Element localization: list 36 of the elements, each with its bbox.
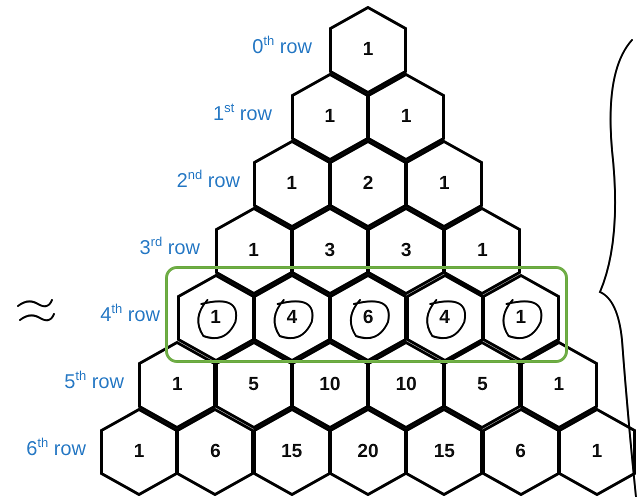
cell-value: 6 [210, 441, 221, 463]
row-label: 2$^{nd}$ row [176, 167, 240, 193]
cell-value: 6 [515, 441, 526, 463]
cell-value: 2 [362, 173, 374, 195]
cell-value: 15 [281, 441, 302, 463]
cell-value: 4 [439, 307, 450, 329]
cell-value: 1 [400, 106, 412, 128]
cell-value: 1 [553, 374, 564, 396]
cell-value: 10 [319, 374, 340, 396]
row-label: 0$^{th}$ row [252, 33, 312, 59]
cell-value: 1 [362, 39, 374, 61]
cell-value: 1 [210, 307, 221, 329]
row-label: 4$^{th}$ row [100, 301, 160, 327]
cell-value: 6 [362, 307, 374, 329]
cell-value: 3 [324, 240, 336, 262]
row-label: 3$^{rd}$ row [140, 234, 200, 260]
cell-value: 1 [286, 173, 297, 195]
cell-value: 1 [324, 106, 336, 128]
cell-value: 3 [400, 240, 412, 262]
cell-value: 1 [477, 240, 488, 262]
cell-value: 1 [172, 374, 183, 396]
cell-value: 1 [439, 173, 450, 195]
row-label: 5$^{th}$ row [64, 368, 124, 394]
cell-value: 4 [286, 307, 298, 329]
cell-value: 10 [396, 374, 417, 396]
cell-value: 1 [516, 307, 526, 329]
cell-value: 20 [357, 441, 379, 463]
cell-value: 1 [134, 441, 144, 463]
highlight-frame [165, 266, 568, 363]
row-label: 1$^{st}$ row [212, 100, 272, 126]
cell-value: 5 [248, 374, 259, 396]
cell-value: 1 [248, 240, 259, 262]
cell-value: 5 [477, 374, 488, 396]
cell-value: 1 [592, 441, 602, 463]
row-label: 6$^{th}$ row [26, 435, 86, 461]
cell-value: 15 [434, 441, 455, 463]
